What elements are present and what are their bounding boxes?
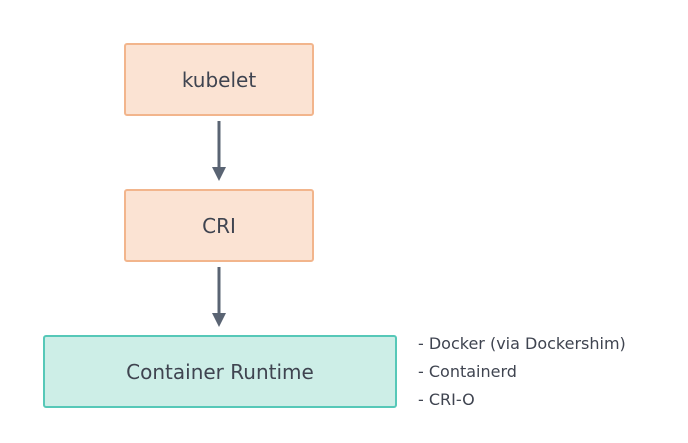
runtime-examples-list: - Docker (via Dockershim) - Containerd -…: [418, 330, 626, 414]
container-runtime-node: Container Runtime: [43, 335, 397, 408]
arrow-kubelet-to-cri: [212, 121, 226, 181]
kubelet-node-label: kubelet: [181, 67, 257, 92]
arrow-cri-to-runtime: [212, 267, 226, 327]
kubelet-node: kubelet: [124, 43, 314, 116]
container-runtime-node-label: Container Runtime: [126, 359, 314, 384]
runtime-example-docker: - Docker (via Dockershim): [418, 334, 626, 353]
runtime-example-cri-o: - CRI-O: [418, 390, 475, 409]
cri-node: CRI: [124, 189, 314, 262]
runtime-example-containerd: - Containerd: [418, 362, 517, 381]
cri-node-label: CRI: [202, 213, 236, 238]
